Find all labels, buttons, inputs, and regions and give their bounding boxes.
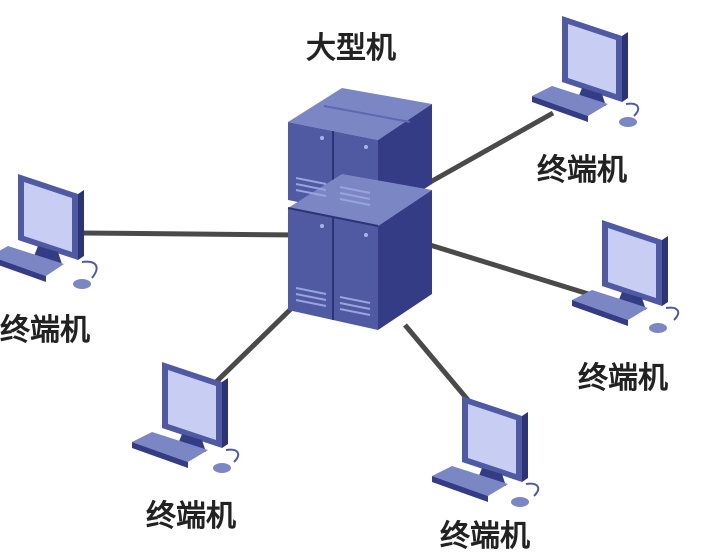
terminal-bottom-right-computer-icon [432, 396, 540, 507]
terminal-bottom-left-computer-icon [132, 362, 240, 473]
terminal-bottom-right-label: 终端机 [440, 519, 530, 554]
terminal-right-label: 终端机 [578, 361, 668, 396]
terminal-right-computer-icon [572, 220, 680, 333]
link-right [429, 242, 596, 299]
link-bottom-left [211, 298, 302, 387]
terminal-bottom-left-label: 终端机 [146, 499, 236, 534]
mainframe-label: 大型机 [306, 31, 396, 66]
link-left [79, 230, 301, 238]
mainframe-server-icon [287, 88, 432, 330]
terminal-upper-right-computer-icon [532, 16, 640, 127]
link-upper-right [423, 110, 555, 188]
terminal-upper-right-label: 终端机 [537, 153, 627, 188]
terminal-left-computer-icon [0, 174, 98, 289]
terminal-left-label: 终端机 [0, 313, 90, 348]
